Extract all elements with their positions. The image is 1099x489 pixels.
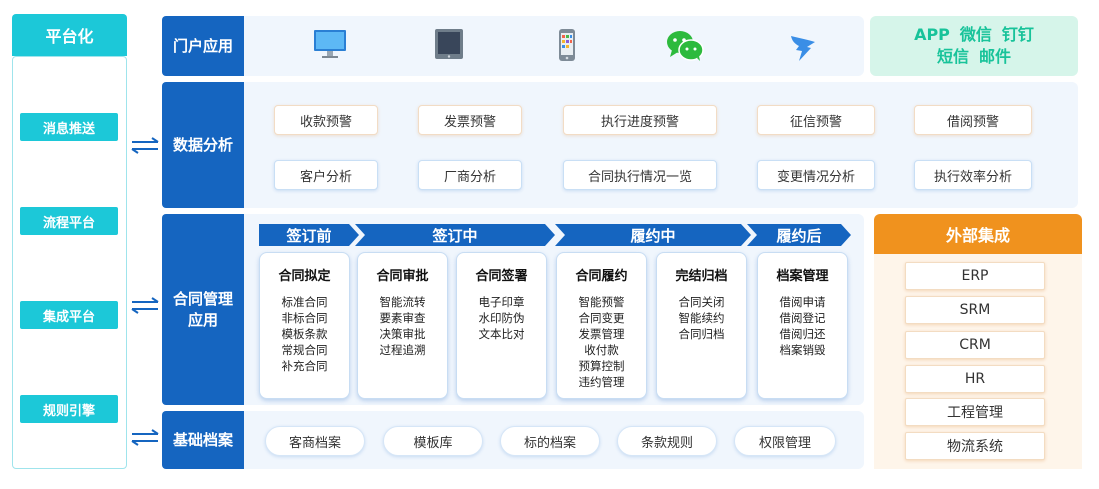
base-item-subject-records[interactable]: 标的档案 xyxy=(500,426,600,456)
tablet-icon xyxy=(435,29,463,59)
stage-item: 借阅归还 xyxy=(779,327,826,341)
stage-item: 合同变更 xyxy=(578,311,625,325)
stage-title: 合同审批 xyxy=(376,269,429,284)
stage-item: 合同关闭 xyxy=(678,295,725,309)
phase-post: 履约后 xyxy=(747,224,851,246)
platform-item-workflow[interactable]: 流程平台 xyxy=(20,207,118,235)
stage-title: 合同签署 xyxy=(475,269,528,284)
phase-signing-label: 签订中 xyxy=(432,226,478,245)
base-item-template-library[interactable]: 模板库 xyxy=(383,426,483,456)
stage-item: 智能续约 xyxy=(678,311,725,325)
phase-post-label: 履约后 xyxy=(776,226,822,245)
stage-card-signing[interactable]: 合同签署 电子印章 水印防伪 文本比对 xyxy=(456,252,547,399)
phase-performance-label: 履约中 xyxy=(630,226,676,245)
stage-item: 模板条款 xyxy=(281,327,328,341)
stage-item: 标准合同 xyxy=(281,295,328,309)
stage-item: 电子印章 xyxy=(478,295,525,309)
analysis-efficiency[interactable]: 执行效率分析 xyxy=(914,160,1032,190)
channel-dingtalk: 钉钉 xyxy=(1001,24,1034,44)
base-item-clause-rules[interactable]: 条款规则 xyxy=(617,426,717,456)
channel-app: APP xyxy=(914,24,950,44)
warning-invoice[interactable]: 发票预警 xyxy=(418,105,522,135)
warning-progress[interactable]: 执行进度预警 xyxy=(563,105,717,135)
stage-item: 发票管理 xyxy=(578,327,625,341)
platform-item-rules-engine[interactable]: 规则引擎 xyxy=(20,395,118,423)
row-header-analysis: 数据分析 xyxy=(162,82,244,208)
external-integration-title: 外部集成 xyxy=(874,214,1082,254)
row-header-contract: 合同管理 应用 xyxy=(162,214,244,405)
base-item-customer-vendor[interactable]: 客商档案 xyxy=(265,426,365,456)
row-header-base: 基础档案 xyxy=(162,411,244,469)
wechat-icon xyxy=(667,31,704,61)
stage-item: 违约管理 xyxy=(578,375,625,389)
platform-item-message-push[interactable]: 消息推送 xyxy=(20,113,118,141)
external-item-hr[interactable]: HR xyxy=(905,365,1045,393)
warning-credit[interactable]: 征信预警 xyxy=(757,105,875,135)
channel-email: 邮件 xyxy=(979,47,1012,66)
analysis-vendor[interactable]: 厂商分析 xyxy=(418,160,522,190)
stage-item: 智能流转 xyxy=(379,295,426,309)
portal-body xyxy=(244,16,864,76)
monitor-icon xyxy=(314,30,346,58)
stage-item: 预算控制 xyxy=(578,359,625,373)
stage-item: 收付款 xyxy=(584,343,619,357)
stage-title: 档案管理 xyxy=(776,269,829,284)
stage-item: 借阅登记 xyxy=(779,311,826,325)
external-item-crm[interactable]: CRM xyxy=(905,331,1045,359)
stage-item: 非标合同 xyxy=(281,311,328,325)
row-header-contract-line1: 合同管理 xyxy=(172,290,233,309)
phase-pre-signing: 签订前 xyxy=(259,224,359,246)
platform-item-integration[interactable]: 集成平台 xyxy=(20,301,118,329)
external-item-erp[interactable]: ERP xyxy=(905,262,1045,290)
stage-item: 补充合同 xyxy=(281,359,328,373)
stage-item: 决策审批 xyxy=(379,327,426,341)
warning-borrow[interactable]: 借阅预警 xyxy=(914,105,1032,135)
row-header-contract-line2: 应用 xyxy=(187,310,218,329)
bidirectional-arrow-icon xyxy=(131,297,159,314)
channel-sms: 短信 xyxy=(936,47,969,66)
analysis-change[interactable]: 变更情况分析 xyxy=(757,160,875,190)
external-item-logistics[interactable]: 物流系统 xyxy=(905,432,1045,460)
platform-title: 平台化 xyxy=(12,14,127,56)
external-item-engineering[interactable]: 工程管理 xyxy=(905,398,1045,426)
stage-card-records[interactable]: 档案管理 借阅申请 借阅登记 借阅归还 档案销毁 xyxy=(757,252,848,399)
base-item-permissions[interactable]: 权限管理 xyxy=(734,426,836,456)
stage-title: 合同履约 xyxy=(575,269,628,284)
stage-title: 完结归档 xyxy=(675,269,728,284)
phone-icon xyxy=(559,29,575,61)
row-header-portal: 门户应用 xyxy=(162,16,244,76)
stage-card-drafting[interactable]: 合同拟定 标准合同 非标合同 模板条款 常规合同 补充合同 xyxy=(259,252,350,399)
stage-title: 合同拟定 xyxy=(278,269,331,284)
analysis-customer[interactable]: 客户分析 xyxy=(274,160,378,190)
stage-item: 智能预警 xyxy=(578,295,625,309)
analysis-execution-overview[interactable]: 合同执行情况一览 xyxy=(563,160,717,190)
phase-performance: 履约中 xyxy=(555,224,751,246)
stage-item: 要素审查 xyxy=(379,311,426,325)
bidirectional-arrow-icon xyxy=(131,429,159,446)
stage-card-approval[interactable]: 合同审批 智能流转 要素审查 决策审批 过程追溯 xyxy=(357,252,448,399)
stage-item: 常规合同 xyxy=(281,343,328,357)
phase-pre-signing-label: 签订前 xyxy=(286,226,332,245)
bidirectional-arrow-icon xyxy=(131,137,159,154)
stage-card-performance[interactable]: 合同履约 智能预警 合同变更 发票管理 收付款 预算控制 违约管理 xyxy=(556,252,647,399)
warning-receipt[interactable]: 收款预警 xyxy=(274,105,378,135)
channel-wechat: 微信 xyxy=(959,24,992,44)
phase-signing: 签订中 xyxy=(355,224,555,246)
external-item-srm[interactable]: SRM xyxy=(905,296,1045,324)
stage-item: 合同归档 xyxy=(678,327,725,341)
dingtalk-icon xyxy=(791,36,815,61)
stage-item: 水印防伪 xyxy=(478,311,525,325)
stage-item: 过程追溯 xyxy=(379,343,426,357)
stage-item: 借阅申请 xyxy=(779,295,826,309)
stage-item: 档案销毁 xyxy=(779,343,826,357)
stage-card-archiving[interactable]: 完结归档 合同关闭 智能续约 合同归档 xyxy=(656,252,747,399)
channels-box: APP 微信钉钉 短信邮件 xyxy=(870,16,1078,76)
stage-item: 文本比对 xyxy=(478,327,525,341)
